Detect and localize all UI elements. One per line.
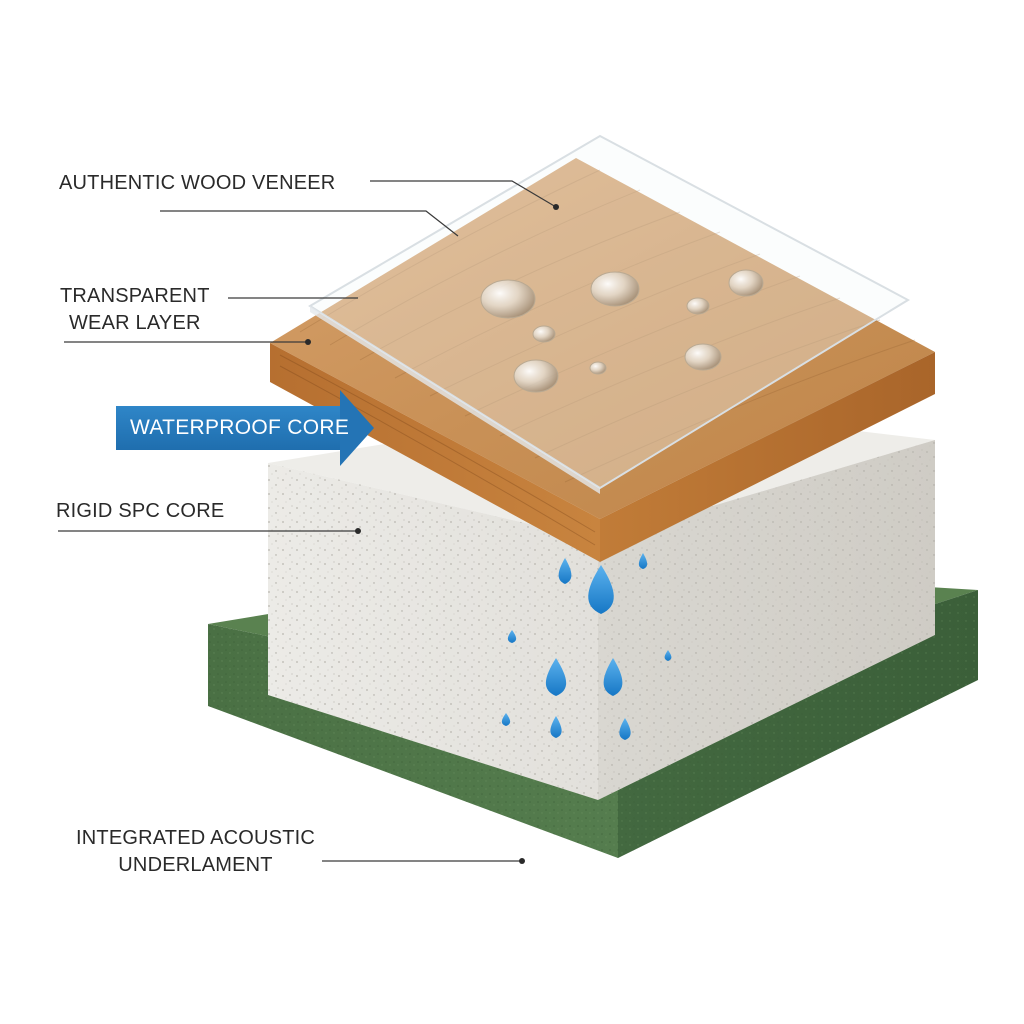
waterproof-core-text: WATERPROOF CORE (130, 416, 349, 440)
label-wood-veneer: AUTHENTIC WOOD VENEER (59, 170, 335, 197)
label-underlayment: INTEGRATED ACOUSTIC UNDERLAMENT (76, 825, 315, 879)
label-wood-veneer-text: AUTHENTIC WOOD VENEER (59, 170, 335, 197)
label-underlayment-line1: INTEGRATED ACOUSTIC (76, 825, 315, 852)
label-wear-layer: TRANSPARENT WEAR LAYER (60, 283, 210, 337)
label-wear-layer-line1: TRANSPARENT (60, 283, 210, 310)
label-wear-layer-line2: WEAR LAYER (60, 310, 210, 337)
label-spc-core-text: RIGID SPC CORE (56, 498, 224, 525)
label-underlayment-line2: UNDERLAMENT (76, 852, 315, 879)
waterproof-core-callout: WATERPROOF CORE (116, 390, 374, 466)
label-spc-core: RIGID SPC CORE (56, 498, 224, 525)
